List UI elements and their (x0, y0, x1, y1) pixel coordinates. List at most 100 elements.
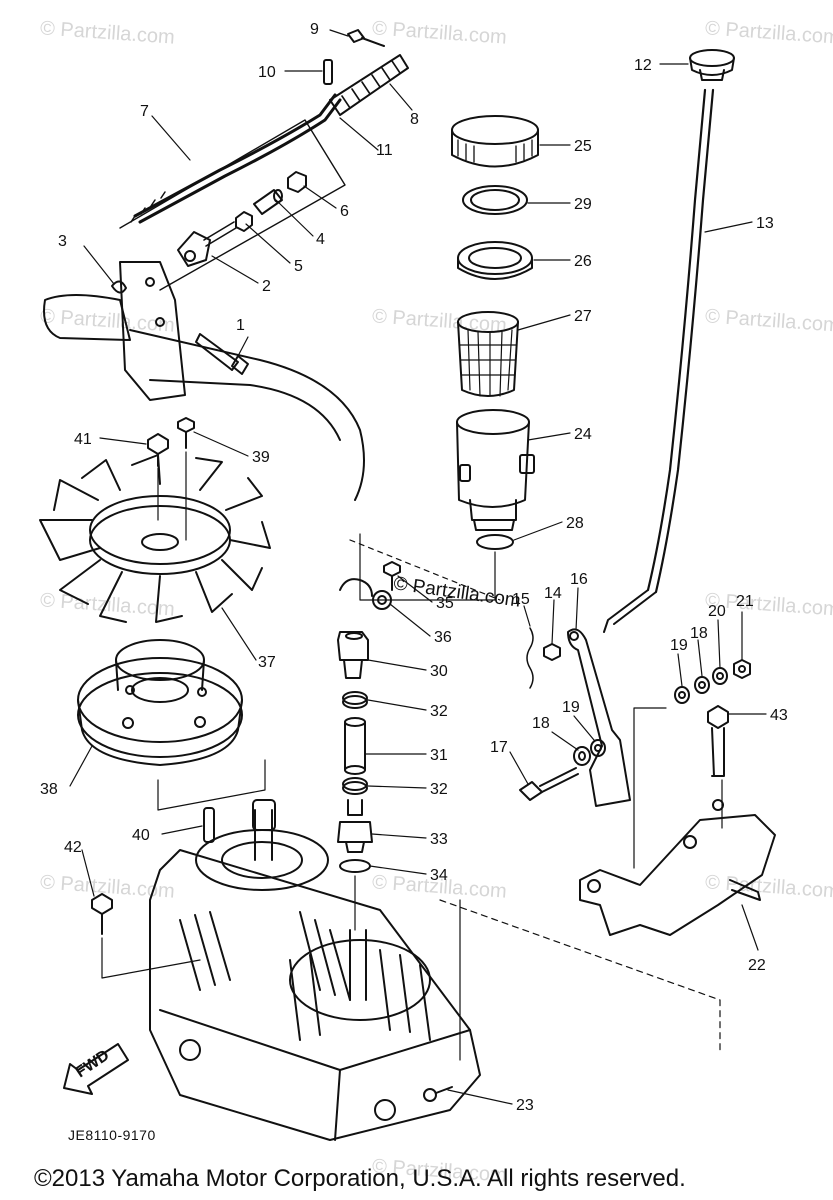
callout-36: 36 (434, 629, 452, 646)
callout-32b: 32 (430, 781, 448, 798)
callout-33: 33 (430, 831, 448, 848)
callout-41: 41 (74, 431, 92, 448)
spring-15 (526, 627, 534, 689)
callout-37: 37 (258, 654, 276, 671)
clamp-32b (342, 777, 368, 795)
callout-29: 29 (574, 196, 592, 213)
leader-line (633, 707, 667, 869)
filler-neck-24 (456, 409, 535, 531)
leader-dashed (349, 539, 501, 601)
group-bracket (119, 119, 346, 291)
nut-21 (733, 659, 751, 679)
nut-36 (372, 590, 392, 610)
leader-line (157, 759, 266, 811)
callout-21: 21 (736, 593, 754, 610)
callout-23: 23 (516, 1097, 534, 1114)
pin-40 (203, 807, 215, 843)
bracket-22 (579, 799, 776, 936)
seal-29 (462, 185, 528, 215)
callout-32: 32 (430, 703, 448, 720)
clamp-32 (342, 691, 368, 709)
clip-3 (111, 280, 127, 294)
callout-11: 11 (376, 142, 393, 159)
nut-6 (287, 171, 307, 193)
pulley-38 (77, 639, 243, 766)
bolt-9 (347, 29, 385, 47)
callout-39: 39 (252, 449, 270, 466)
callout-6: 6 (340, 203, 349, 220)
callout-27: 27 (574, 308, 592, 325)
copyright-notice: ©2013 Yamaha Motor Corporation, U.S.A. A… (34, 1165, 686, 1192)
callout-18: 18 (532, 715, 550, 732)
callout-25: 25 (574, 138, 592, 155)
washer-20 (712, 667, 728, 685)
dipstick-rod-13 (603, 88, 715, 633)
hose-31 (344, 717, 366, 775)
spring-clip-35 (339, 561, 401, 597)
callout-2: 2 (262, 278, 271, 295)
strainer-27 (457, 311, 519, 397)
o-ring-28 (476, 534, 514, 550)
fitting-30 (337, 631, 369, 679)
leader-dashed (157, 451, 187, 541)
rod-end-2 (177, 221, 237, 267)
grommet-12 (689, 49, 735, 81)
callout-24: 24 (574, 426, 592, 443)
callout-18b: 18 (690, 625, 708, 642)
bolt-41 (147, 433, 169, 467)
callout-8: 8 (410, 111, 419, 128)
bolt-14 (543, 643, 561, 661)
callout-34: 34 (430, 867, 448, 884)
callout-13: 13 (756, 215, 774, 232)
shift-rod-7 (130, 93, 342, 224)
callout-38: 38 (40, 781, 58, 798)
bolt-39 (177, 417, 195, 449)
spring-grip-8 (329, 54, 409, 116)
nut-5 (235, 211, 253, 232)
callout-35: 35 (436, 595, 454, 612)
callout-1: 1 (236, 317, 245, 334)
callout-3: 3 (58, 233, 67, 250)
washer-18 (573, 746, 591, 766)
leader-line (359, 533, 496, 601)
callout-19b: 19 (670, 637, 688, 654)
bolt-17 (519, 767, 579, 801)
cap-25 (451, 115, 539, 168)
callout-16: 16 (570, 571, 588, 588)
callout-31: 31 (430, 747, 448, 764)
bolt-43 (707, 705, 729, 777)
washer-18b (694, 676, 710, 694)
fwd-arrow-icon: FWD (63, 1043, 129, 1095)
transmission-housing-23 (149, 799, 481, 1141)
lever-bracket (43, 261, 365, 501)
callout-4: 4 (316, 231, 325, 248)
bolt-1 (195, 333, 249, 375)
callout-22: 22 (748, 957, 766, 974)
washer-19b (674, 686, 690, 704)
callout-42: 42 (64, 839, 82, 856)
leader-dashed (439, 899, 721, 1051)
bolt-42 (91, 893, 201, 979)
drawing-code: JE8110-9170 (68, 1127, 156, 1143)
callout-15: 15 (512, 591, 530, 608)
callout-leaders (69, 29, 767, 1105)
callout-12: 12 (634, 57, 652, 74)
callout-10: 10 (258, 64, 276, 81)
seal-26 (457, 241, 533, 280)
callout-43: 43 (770, 707, 788, 724)
callout-7: 7 (140, 103, 149, 120)
callout-5: 5 (294, 258, 303, 275)
callout-40: 40 (132, 827, 150, 844)
callout-19: 19 (562, 699, 580, 716)
callout-17: 17 (490, 739, 508, 756)
callout-labels: 1 2 3 4 5 6 7 8 9 10 11 12 13 14 15 16 1… (40, 21, 788, 1114)
o-ring-34 (339, 859, 371, 873)
washer-19 (590, 739, 606, 757)
callout-28: 28 (566, 515, 584, 532)
callout-20: 20 (708, 603, 726, 620)
callout-30: 30 (430, 663, 448, 680)
callout-26: 26 (574, 253, 592, 270)
pin-10 (323, 59, 333, 85)
